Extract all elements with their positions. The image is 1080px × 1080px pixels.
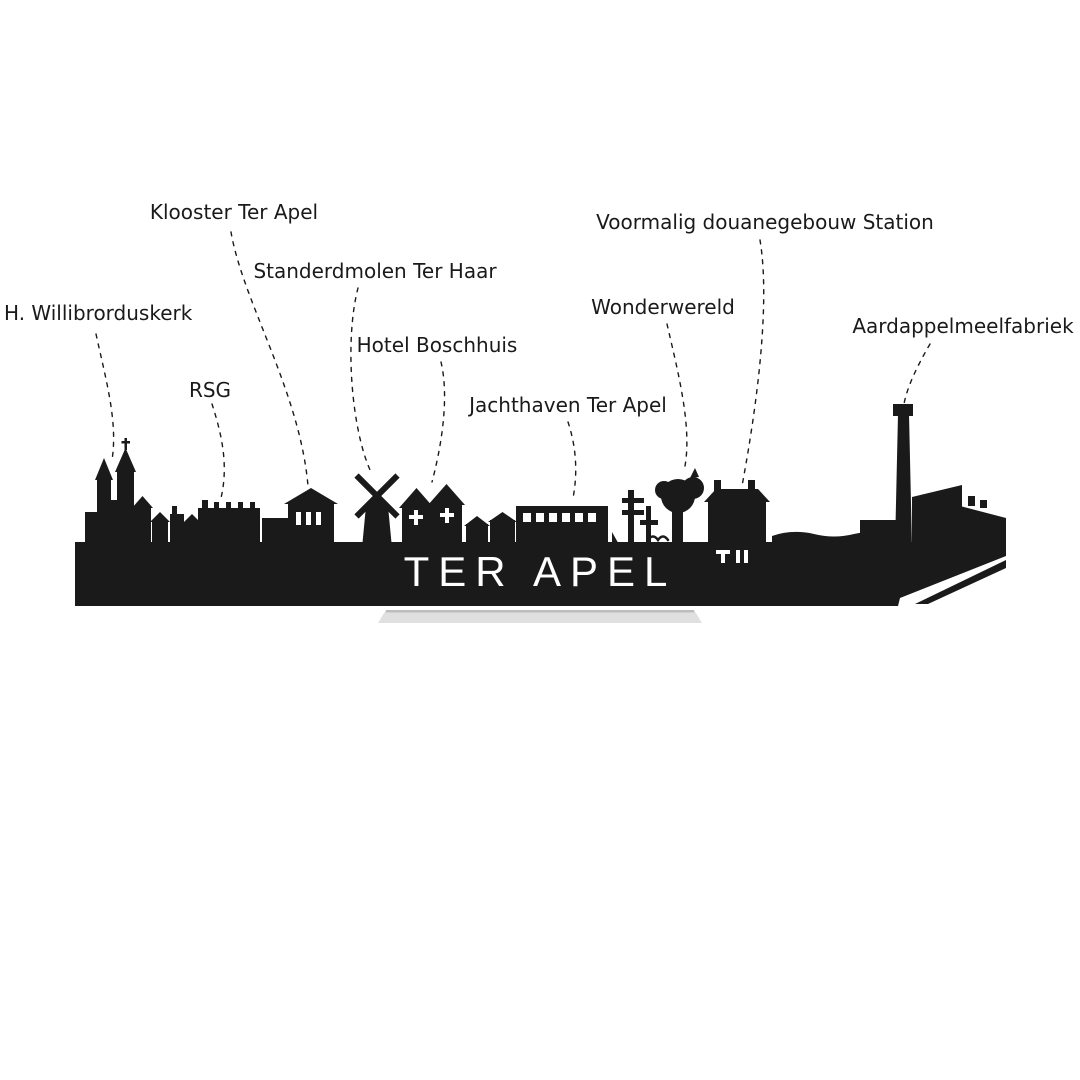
- leader-jachthaven-ter-apel: [567, 421, 577, 499]
- building-rsg: [198, 500, 260, 548]
- sheds: [464, 512, 517, 548]
- label-jachthaven-ter-apel: Jachthaven Ter Apel: [469, 393, 667, 417]
- label-aardappelmeelfabriek: Aardappelmeelfabriek: [852, 314, 1074, 338]
- label-wonderwereld: Wonderwereld: [591, 295, 735, 319]
- skyline-cutouts: [296, 508, 748, 563]
- leader-wonderwereld: [666, 323, 688, 467]
- leader-standerdmolen-ter-haar: [350, 287, 372, 473]
- label-hotel-boschhuis: Hotel Boschhuis: [356, 333, 518, 357]
- skyline-band-tail: [915, 560, 1006, 604]
- low-wall: [772, 531, 888, 548]
- wonderwereld-tree: [655, 468, 704, 548]
- leader-klooster-ter-apel: [230, 231, 309, 487]
- church-h-willibrorduskerk: [85, 438, 153, 548]
- leader-h-willibrorduskerk: [95, 333, 115, 461]
- leader-rsg: [211, 403, 225, 499]
- label-standerdmolen-ter-haar: Standerdmolen Ter Haar: [253, 259, 497, 283]
- leader-hotel-boschhuis: [431, 361, 446, 483]
- skyline-title-cutout: TER APEL: [404, 548, 677, 595]
- label-klooster-ter-apel: Klooster Ter Apel: [149, 200, 319, 224]
- leader-voormalig-douanegebouw-station: [741, 239, 765, 487]
- play-structure: [622, 490, 658, 548]
- display-stand: [378, 610, 702, 623]
- label-h-willibrorduskerk: H. Willibrorduskerk: [4, 301, 193, 325]
- skyline-band: [75, 542, 1006, 606]
- leader-lines: [95, 231, 931, 499]
- windmill-standerdmolen: [354, 473, 400, 548]
- building-jachthaven: [516, 506, 608, 548]
- label-rsg: RSG: [188, 378, 232, 402]
- building-station: [704, 480, 770, 548]
- label-voormalig-douanegebouw-station: Voormalig douanegebouw Station: [596, 210, 934, 234]
- leader-aardappelmeelfabriek: [903, 343, 931, 405]
- factory-aardappelmeelfabriek: [860, 404, 1006, 548]
- skyline-silhouette: [75, 404, 1006, 606]
- building-hotel-boschhuis: [399, 484, 465, 548]
- row-houses: [150, 506, 202, 548]
